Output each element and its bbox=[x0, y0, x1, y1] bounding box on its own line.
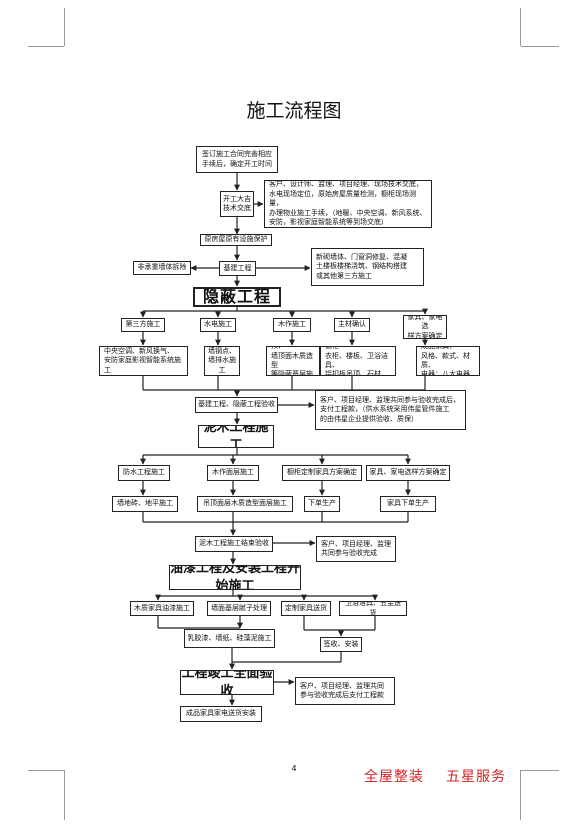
box-main-material: 主材确认 bbox=[334, 318, 370, 332]
box-ceiling: 吊顶面层木质造型面层施工 bbox=[197, 496, 293, 512]
box-custom-delivery: 定制家具送货 bbox=[281, 601, 331, 616]
box-paint-install: 油漆工程及安装工程开始施工 bbox=[169, 565, 301, 590]
box-latex: 乳胶漆、墙纸、硅藻泥施工 bbox=[184, 629, 275, 648]
box-material-note: （墙地砖、门、定制橱柜 衣柜、楼板、卫浴洁具、 铝扣板吊顶、石材、硅藻泥等） bbox=[320, 346, 396, 376]
box-masonry: 泥木工程施工 bbox=[198, 425, 274, 448]
slogan-right: 五星服务 bbox=[446, 769, 506, 785]
crop-mark bbox=[64, 8, 65, 46]
crop-mark bbox=[520, 8, 521, 46]
box-completion: 工程竣工全面验收 bbox=[180, 670, 274, 695]
box-hidden-accept: 基建工程、隐蔽工程验收 bbox=[195, 397, 278, 413]
box-contract: 签订施工合同完善相应 手续后，确定开工时间 bbox=[196, 146, 278, 173]
box-base-note: 新砌墙体、门窗洞修复、混凝 土楼板楼梯浇筑、钢结构搭建 或其他第三方施工 bbox=[311, 248, 424, 286]
crop-mark bbox=[28, 770, 64, 771]
crop-mark bbox=[521, 46, 559, 47]
box-carpentry-note: 轻钢龙骨吊顶、 墙顶面木质造型 等隐蔽基层施工 bbox=[266, 346, 320, 376]
box-order2: 家具下单生产 bbox=[380, 496, 436, 512]
box-base: 基建工程 bbox=[219, 261, 256, 276]
box-wood-base: 木作面层施工 bbox=[207, 465, 259, 481]
box-carpentry: 木作施工 bbox=[273, 318, 311, 332]
box-masonry-accept: 泥木工程施工结束验收 bbox=[195, 536, 273, 552]
box-protect: 原房屋原有设施保护 bbox=[200, 234, 272, 246]
page-title: 施工流程图 bbox=[246, 100, 342, 122]
page-number: 4 bbox=[291, 764, 297, 773]
box-order1: 下单生产 bbox=[304, 496, 340, 512]
slogan-left: 全屋整装 bbox=[364, 769, 424, 785]
box-third-party: 第三方施工 bbox=[121, 318, 165, 332]
box-kickoff: 开工大吉 技术交底 bbox=[220, 191, 254, 217]
box-tile: 墙地砖、地平施工 bbox=[112, 496, 178, 512]
box-waterproof: 防水工程施工 bbox=[118, 465, 170, 481]
crop-mark bbox=[520, 770, 521, 820]
box-sanitary: 卫浴洁具、五金送货 bbox=[339, 601, 407, 616]
box-cabinet-plan: 橱柜定制家具方案确定 bbox=[282, 465, 362, 481]
crop-mark bbox=[64, 770, 65, 820]
box-plumb-elec: 水电施工 bbox=[200, 318, 236, 332]
crop-mark bbox=[28, 46, 64, 47]
box-plumb-note: 墙钢点、 墙排水施工 bbox=[204, 346, 240, 376]
box-wall-demo: 非承重墙体拆除 bbox=[133, 261, 191, 275]
box-wood-paint: 木质家具油漆施工 bbox=[130, 601, 194, 616]
crop-mark bbox=[521, 770, 559, 771]
box-completion-note: 客户、项目经理、监理共同 参与验收完成后支付工程款 bbox=[295, 677, 395, 705]
box-appliance-plan: 家具、家电选样方案确定 bbox=[366, 465, 450, 481]
box-third-party-note: 中央空调、新风换气、 安防家庭影视智能系统施工 bbox=[99, 346, 188, 376]
box-wall-putty: 墙面基层腻子处理 bbox=[207, 601, 271, 616]
box-hidden-works: 隐蔽工程 bbox=[193, 287, 281, 307]
box-hidden-accept-note: 客户、项目经理、监理共同参与验收完成后， 支付工程款，（供水系统采用伟星管件施工… bbox=[315, 390, 466, 430]
box-furniture-note: 成品家具： 风格、款式、材质、 电器：八大电器 bbox=[416, 346, 480, 376]
box-furniture-select: 家具、家电选 样方案确定 bbox=[403, 315, 447, 339]
box-masonry-accept-note: 客户、项目经理、监理 共同参与验收完成 bbox=[316, 536, 396, 562]
box-final-delivery: 成品家具家电送货安装 bbox=[180, 706, 262, 722]
box-sign-install: 签收、安装 bbox=[320, 637, 362, 652]
box-kickoff-note: 客户、设计师、监理、项目经理、现场技术交底， 水电现场定位，原始房屋质量检测，橱… bbox=[264, 180, 432, 228]
